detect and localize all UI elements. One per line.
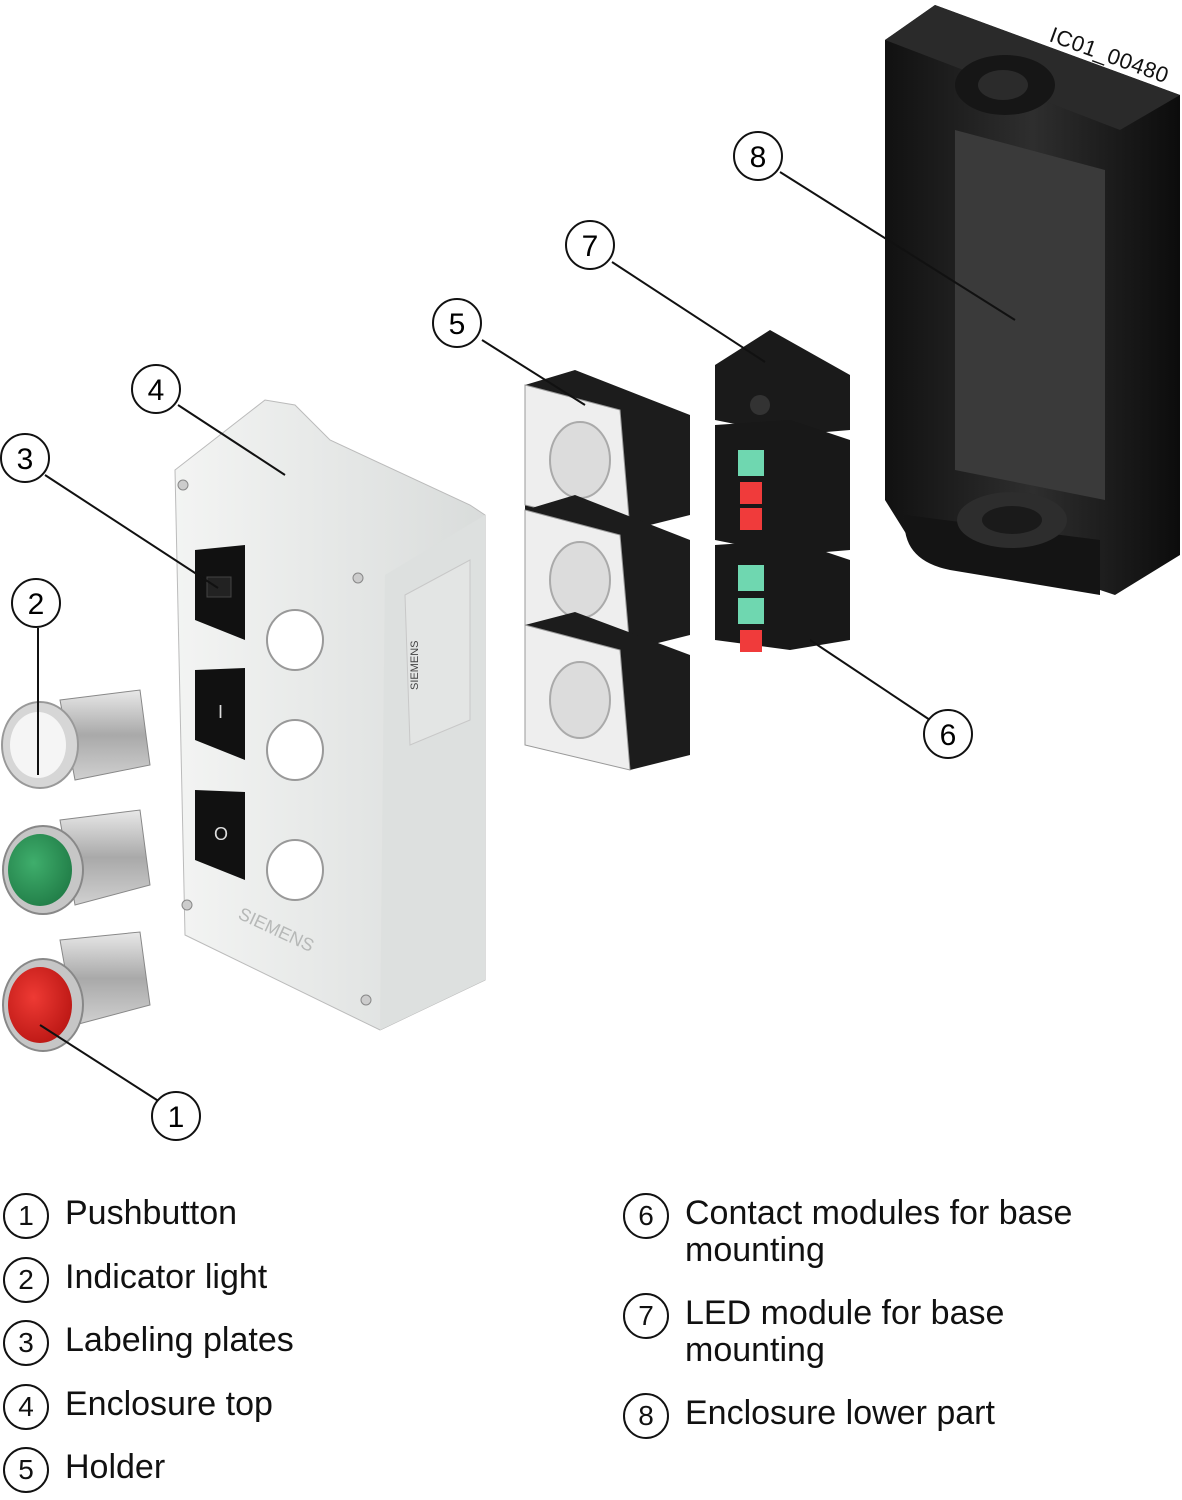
- pushbutton-red: [2, 931, 151, 1052]
- legend-number: 6: [623, 1193, 669, 1239]
- legend-item-led-module: 7 LED module for base mounting: [623, 1293, 1145, 1369]
- legend-label: LED module for base mounting: [685, 1294, 1005, 1369]
- svg-text:4: 4: [148, 374, 165, 407]
- plate-symbol-off: O: [214, 824, 228, 844]
- legend-label: Holder: [65, 1448, 166, 1486]
- legend-label: Enclosure lower part: [685, 1394, 995, 1432]
- callout-2: 2: [11, 578, 61, 628]
- holder-stack: [524, 370, 690, 771]
- legend-number: 3: [3, 1320, 49, 1366]
- callout-3: 3: [0, 433, 50, 483]
- legend-label: Labeling plates: [65, 1321, 294, 1359]
- contact-module: [715, 420, 850, 555]
- legend-item-labeling-plates: 3 Labeling plates: [3, 1320, 294, 1366]
- legend-item-holder: 5 Holder: [3, 1447, 165, 1493]
- svg-text:1: 1: [168, 1101, 185, 1134]
- legend-number: 7: [623, 1293, 669, 1339]
- enclosure-side-brand: SIEMENS: [409, 640, 421, 690]
- indicator-light: [1, 689, 151, 789]
- legend-item-contact-modules: 6 Contact modules for base mounting: [623, 1193, 1145, 1269]
- callout-4: 4: [131, 364, 181, 414]
- svg-text:5: 5: [449, 308, 466, 341]
- legend-number: 1: [3, 1193, 49, 1239]
- svg-text:2: 2: [28, 588, 45, 621]
- holder: [524, 612, 690, 771]
- svg-text:3: 3: [17, 443, 34, 476]
- svg-text:6: 6: [940, 719, 957, 752]
- legend-label: Contact modules for base mounting: [685, 1194, 1073, 1269]
- legend-label: Pushbutton: [65, 1194, 238, 1232]
- enclosure-lower-part: [885, 5, 1180, 595]
- led-module: [715, 330, 850, 435]
- leader-lines: [37, 171, 1016, 1103]
- contact-module: [715, 540, 850, 652]
- svg-text:8: 8: [750, 141, 767, 174]
- enclosure-top: SIEMENS I O SIEMENS: [174, 399, 486, 1031]
- plate-symbol-on: I: [218, 702, 223, 722]
- legend-label: Enclosure top: [65, 1385, 273, 1423]
- legend-item-pushbutton: 1 Pushbutton: [3, 1193, 237, 1239]
- svg-text:7: 7: [582, 230, 599, 263]
- legend-item-enclosure-lower-part: 8 Enclosure lower part: [623, 1393, 995, 1439]
- holder: [524, 495, 690, 651]
- legend-item-indicator-light: 2 Indicator light: [3, 1257, 267, 1303]
- legend-item-enclosure-top: 4 Enclosure top: [3, 1384, 273, 1430]
- legend-number: 4: [3, 1384, 49, 1430]
- callout-6: 6: [923, 709, 973, 759]
- labeling-plates: I O: [195, 545, 245, 880]
- legend-number: 5: [3, 1447, 49, 1493]
- legend-number: 8: [623, 1393, 669, 1439]
- callout-1: 1: [151, 1091, 201, 1141]
- holder: [524, 370, 690, 531]
- legend-number: 2: [3, 1257, 49, 1303]
- callout-8: 8: [733, 131, 783, 181]
- callout-5: 5: [432, 298, 482, 348]
- callout-7: 7: [565, 220, 615, 270]
- legend-label: Indicator light: [65, 1258, 268, 1296]
- pushbutton-green: [2, 809, 151, 915]
